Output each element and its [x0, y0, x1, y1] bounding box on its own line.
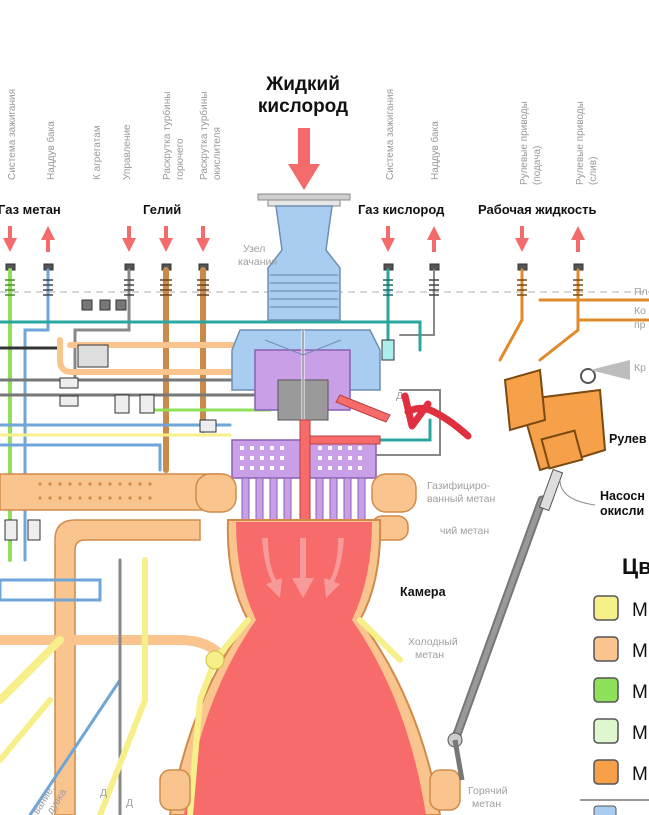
label-gimbal-2: качания — [238, 256, 277, 268]
label-cold-methane-1: Холодный — [408, 636, 458, 648]
label-camera: Камера — [400, 585, 447, 599]
flow-arrows — [262, 538, 344, 598]
coil-springs — [5, 279, 583, 296]
title-line-1: Жидкий — [265, 74, 340, 95]
legend-swatch — [593, 677, 619, 703]
vlabel-ignition-left: Система зажигания — [7, 89, 18, 180]
legend-swatch — [593, 595, 619, 621]
vlabel-ox-turbine-spin-2: окислителя — [212, 127, 223, 180]
combustion-chamber — [184, 522, 426, 815]
feed-lines — [8, 267, 649, 562]
vlabel-tank-pressurization-right: Наддув бака — [429, 121, 441, 180]
vlabel-ox-turbine-spin-1: Раскрутка турбины — [198, 92, 210, 180]
vlabel-steering-drain-1: Рулевые приводы — [575, 101, 586, 185]
annotation-arrow-head — [401, 392, 432, 430]
oxygen-feed-duct — [267, 205, 341, 321]
label-gasified-methane-1: Газифициро- — [427, 480, 491, 492]
label-gimbal-1: Узел — [243, 243, 265, 255]
title-line-2: кислород — [258, 96, 348, 117]
label-hot-methane-2: метан — [472, 798, 501, 810]
vlabel-fuel-turbine-spin-1: Раскрутка турбины — [161, 92, 173, 180]
injector-head — [231, 394, 391, 523]
label-pump-1: Насосн — [600, 489, 645, 503]
legend-label: М — [632, 723, 648, 744]
kr-pointer — [590, 360, 630, 380]
vlabel-to-units: К агрегатам — [92, 125, 103, 180]
vlabel-steering-feed-2: (подача) — [532, 146, 543, 185]
label-d-1: Д — [396, 390, 403, 402]
group-label-working-fluid: Рабочая жидкость — [478, 202, 597, 217]
legend-label: М — [632, 682, 648, 703]
legend-swatch — [593, 636, 619, 662]
gimbal-bellows — [270, 274, 338, 308]
legend-heading: Цв — [622, 554, 649, 579]
group-label-gas-oxygen: Газ кислород — [358, 202, 445, 217]
turbopump — [231, 329, 381, 421]
nozzle-bottom-collars — [159, 769, 461, 811]
legend-swatch — [593, 718, 619, 744]
vlabel-steering-feed-1: Рулевые приводы — [519, 101, 530, 185]
nozzle-side-pipes — [187, 617, 403, 815]
pump-leader-line — [559, 479, 596, 506]
vertical-labels: Система зажигания Наддув бака К агрегата… — [7, 89, 599, 185]
vlabel-tank-pressurization-left: Наддув бака — [45, 121, 57, 180]
oxygen-inlet-flange — [257, 193, 351, 207]
valve-blocks — [4, 339, 395, 541]
label-pl: Пл — [634, 286, 648, 298]
small-valves — [81, 299, 127, 311]
label-d-2: Д — [100, 787, 107, 799]
label-ko-2: пр — [634, 319, 646, 331]
methane-manifold — [0, 473, 221, 815]
legend-label: М — [632, 641, 648, 662]
label-hot-methane-1: Горячий — [468, 785, 508, 797]
vlabel-control: Управление — [122, 124, 133, 180]
label-steering: Рулев — [609, 432, 647, 446]
vlabel-steering-drain-2: (слив) — [588, 157, 599, 185]
group-label-gas-methane: Газ метан — [0, 202, 61, 217]
vlabel-ignition-right: Система зажигания — [385, 89, 396, 180]
cooling-collars — [195, 473, 417, 541]
label-pump-2: окисли — [600, 504, 644, 518]
vlabel-fuel-turbine-spin-2: горючего — [175, 138, 186, 180]
oxygen-inlet-arrow — [288, 128, 320, 190]
legend-next-swatch — [593, 805, 617, 815]
label-d-3: Д — [126, 797, 133, 809]
legend-label: М — [632, 600, 648, 621]
group-label-helium: Гелий — [143, 202, 181, 217]
label-kr: Кр — [634, 362, 646, 374]
legend-swatch — [593, 759, 619, 785]
lower-left-pipes — [0, 557, 230, 815]
steering-actuator — [447, 368, 607, 781]
label-gasified-methane-2: ванный метан — [427, 493, 495, 505]
label-hot-methane-top: чий метан — [440, 525, 489, 537]
legend-label: М — [632, 764, 648, 785]
port-arrows — [3, 226, 585, 252]
label-ko-1: Ко — [634, 305, 646, 317]
annotation-arrow-line — [404, 404, 472, 440]
label-cold-methane-2: метан — [415, 649, 444, 661]
